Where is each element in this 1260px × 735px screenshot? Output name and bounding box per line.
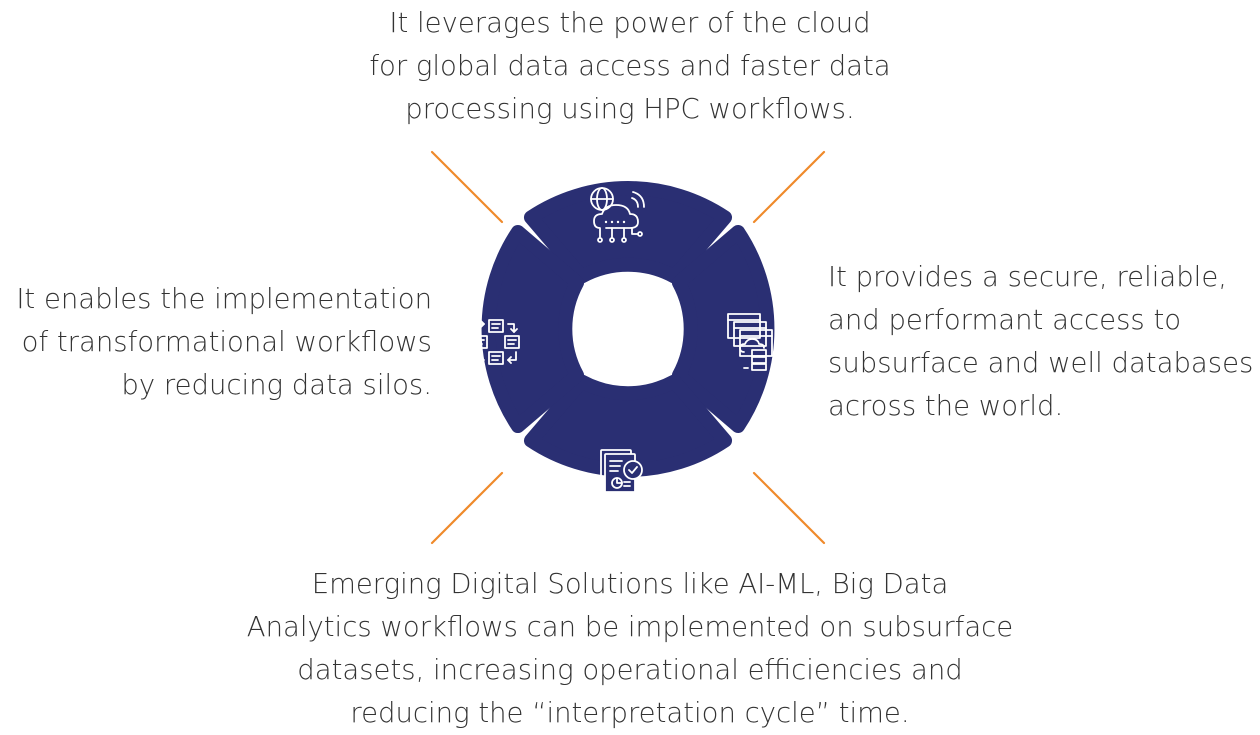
segment-top: [523, 181, 733, 284]
text-right-line: It provides a secure, reliable,: [828, 261, 1227, 293]
text-left: It enables the implementation of transfo…: [0, 278, 432, 407]
connector-bottom-right: [752, 471, 826, 545]
text-top: It leverages the power of the cloud for …: [330, 2, 930, 131]
text-right-line: subsurface and well databases: [828, 347, 1254, 379]
text-left-line: by reducing data silos.: [121, 369, 432, 401]
data-analysis-icon: [600, 449, 648, 493]
text-right-line: across the world.: [828, 390, 1064, 422]
text-bottom-line: reducing the “interpretation cycle” time…: [350, 697, 910, 729]
connector-bottom-left: [430, 471, 504, 545]
text-right-line: and performant access to: [828, 304, 1182, 336]
text-bottom-line: Emerging Digital Solutions like AI-ML, B…: [311, 568, 949, 600]
segment-left: [481, 224, 585, 434]
cloud-database-icon: [727, 313, 773, 371]
connector-top-right: [752, 150, 826, 224]
text-top-line: for global data access and faster data: [369, 50, 891, 82]
text-top-line: processing using HPC workflows.: [405, 93, 855, 125]
workflow-cycle-icon: [472, 319, 520, 365]
text-left-line: It enables the implementation: [16, 283, 432, 315]
segment-bottom: [523, 374, 733, 477]
text-bottom: Emerging Digital Solutions like AI-ML, B…: [180, 563, 1080, 735]
connector-top-left: [430, 150, 504, 224]
text-bottom-line: Analytics workflows can be implemented o…: [246, 611, 1014, 643]
text-bottom-line: datasets, increasing operational efficie…: [297, 654, 963, 686]
text-right: It provides a secure, reliable, and perf…: [828, 256, 1260, 428]
segment-right: [671, 224, 775, 434]
text-left-line: of transformational workflows: [21, 326, 432, 358]
text-top-line: It leverages the power of the cloud: [389, 7, 871, 39]
cloud-network-icon: [590, 187, 645, 243]
